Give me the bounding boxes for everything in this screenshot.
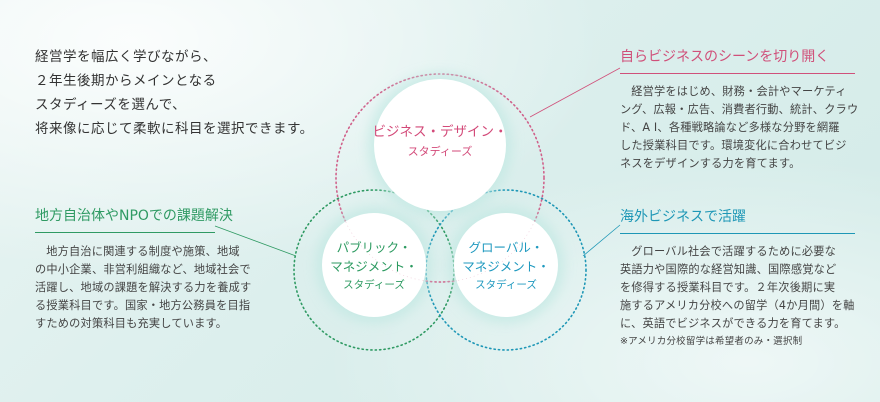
body-line: 施するアメリカ分校への留学（4か月間）を軸 (620, 299, 855, 312)
body-line: 英語力や国際的な経営知識、国際感覚など (620, 263, 837, 276)
business-circle-line2: スタディーズ (407, 144, 473, 158)
body-line: 経営学をはじめ、財務・会計やマーケティ (631, 85, 847, 98)
business-title-underline (620, 73, 855, 74)
global-section-title: 海外ビジネスで活躍 (620, 209, 746, 225)
global-title-underline (620, 233, 855, 234)
body-line: ド、A I、各種戦略論など多様な分野を網羅 (620, 121, 840, 134)
public-circle-line1: パブリック・ (336, 240, 412, 255)
body-line: 活躍し、地域の課題を解決する力を養成す (35, 281, 252, 294)
body-line: すための対策科目も充実しています。 (35, 317, 228, 330)
global-circle-line3: スタディーズ (475, 278, 537, 291)
global-circle-line2: マネジメント・ (462, 259, 550, 275)
business-connector-line (529, 67, 621, 118)
global-circle-line1: グローバル・ (468, 240, 544, 255)
business-inner-circle (374, 79, 506, 211)
body-line: 地方自治に関連する制度や施策、地域 (46, 245, 240, 258)
global-inner-circle (454, 213, 558, 317)
intro-text: 経営学を幅広く学びながら、 ２年生後期からメインとなる スタディーズを選んで、 … (35, 45, 335, 141)
public-circle-line3: スタディーズ (343, 278, 405, 291)
global-connector-line (582, 224, 621, 257)
business-section: 自らビジネスのシーンを切り開く (620, 46, 860, 74)
business-circle-line1: ビジネス・デザイン・ (372, 124, 508, 140)
business-circle-label: ビジネス・デザイン・ スタディーズ (370, 122, 510, 160)
business-section-body: 経営学をはじめ、財務・会計やマーケティ ング、広報・広告、消費者行動、統計、クラ… (620, 83, 860, 173)
intro-line: 経営学を幅広く学びながら、 (35, 49, 217, 65)
global-note: ※アメリカ分校留学は希望者のみ・選択制 (620, 336, 803, 347)
intro-line: スタディーズを選んで、 (35, 97, 187, 113)
body-line: る授業科目です。国家・地方公務員を目指 (35, 299, 251, 312)
public-circle-line2: マネジメント・ (330, 259, 418, 275)
business-section-title: 自らビジネスのシーンを切り開く (620, 49, 830, 65)
body-line: に、英語でビジネスができる力を育てます。 (620, 317, 846, 330)
global-section: 海外ビジネスで活躍 (620, 206, 860, 234)
global-circle-label: グローバル・ マネジメント・ スタディーズ (446, 238, 566, 293)
public-section-title: 地方自治体やNPOでの課題解決 (35, 208, 233, 224)
public-title-underline (35, 232, 215, 233)
global-section-body: グローバル社会で活躍するために必要な 英語力や国際的な経営知識、国際感覚など を… (620, 243, 860, 351)
public-section: 地方自治体やNPOでの課題解決 (35, 205, 265, 233)
body-line: グローバル社会で活躍するために必要な (631, 245, 837, 258)
body-line: ネスをデザインする力を育てます。 (620, 157, 801, 170)
public-section-body: 地方自治に関連する制度や施策、地域 の中小企業、非営利組織など、地域社会で 活躍… (35, 243, 270, 333)
public-connector-line (214, 225, 297, 257)
intro-line: 将来像に応じて柔軟に科目を選択できます。 (35, 121, 314, 137)
body-line: した授業科目です。環境変化に合わせてビジ (620, 139, 847, 152)
public-circle-label: パブリック・ マネジメント・ スタディーズ (314, 238, 434, 293)
intro-line: ２年生後期からメインとなる (35, 73, 217, 89)
body-line: を修得する授業科目です。２年次後期に実 (620, 281, 836, 294)
body-line: ング、広報・広告、消費者行動、統計、クラウ (620, 103, 859, 116)
public-inner-circle (322, 213, 426, 317)
body-line: の中小企業、非営利組織など、地域社会で (35, 263, 251, 276)
